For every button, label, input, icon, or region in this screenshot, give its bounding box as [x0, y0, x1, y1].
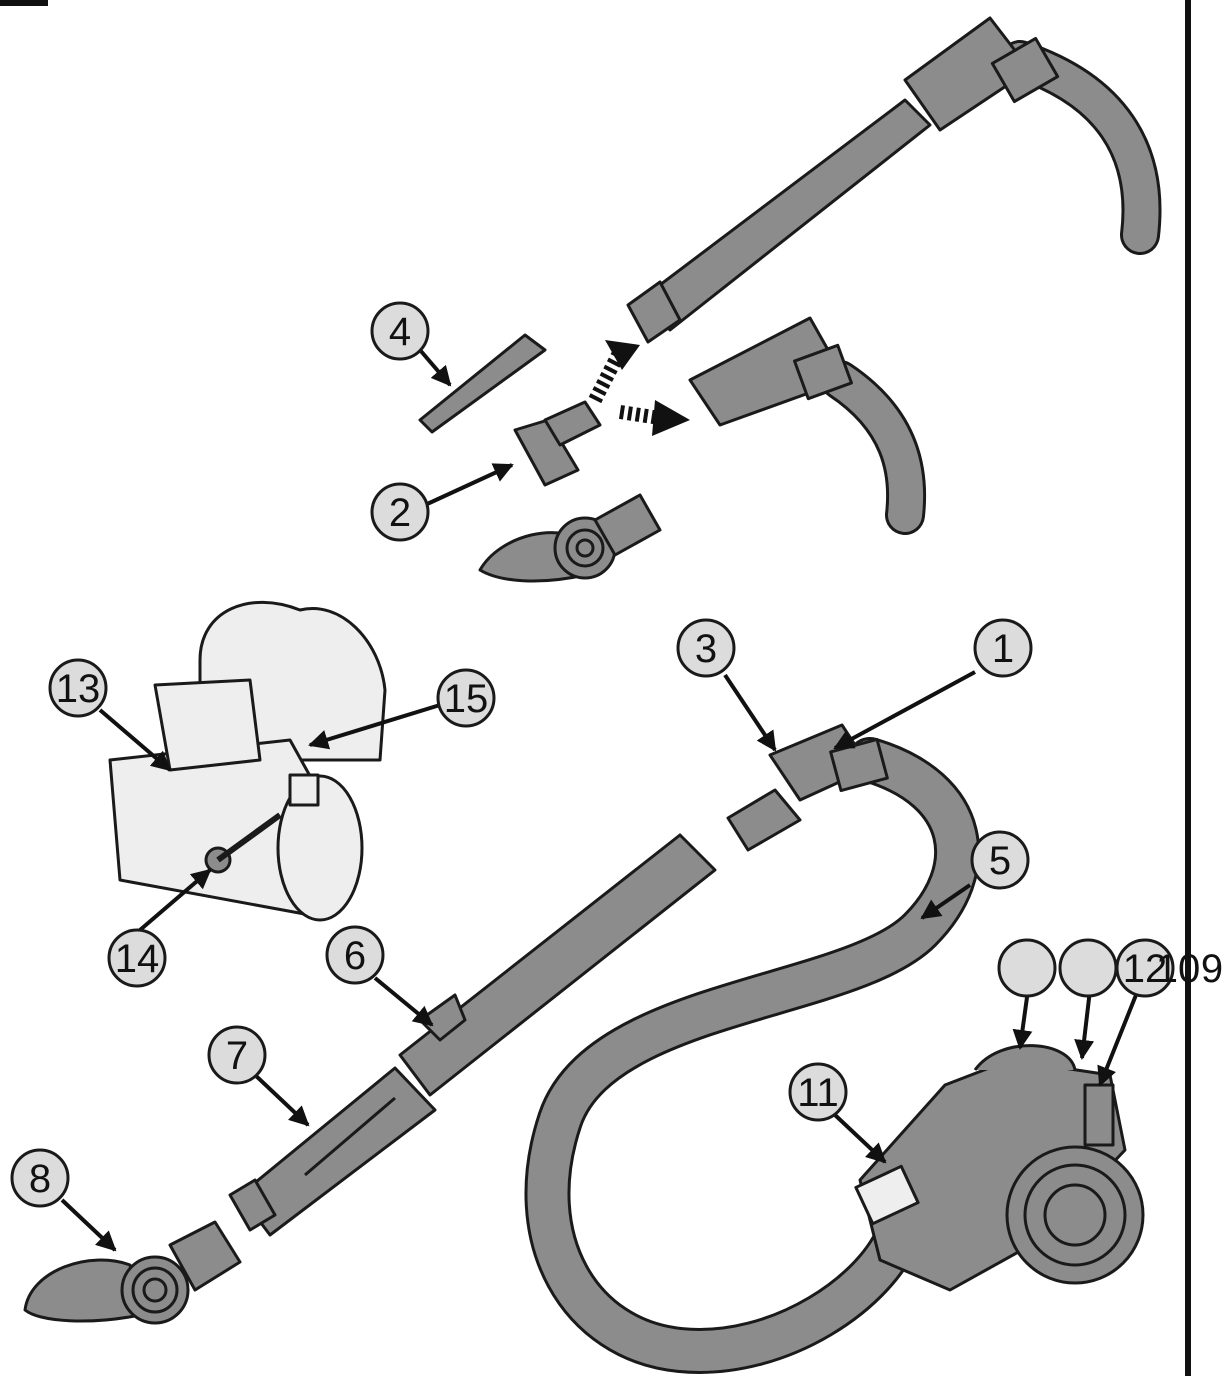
callout-5: 5 — [970, 830, 1030, 890]
hose-connector — [726, 788, 802, 852]
vacuum-body — [854, 1044, 1145, 1292]
top-wand-cuff — [990, 36, 1060, 104]
stair-tool — [513, 400, 602, 487]
callout-6: 6 — [325, 925, 385, 985]
callout-1: 1 — [973, 618, 1033, 678]
svg-text:11: 11 — [797, 1071, 839, 1115]
top-wand-assembly — [626, 16, 1162, 344]
callout-3: 3 — [676, 618, 736, 678]
crevice-tool — [418, 333, 547, 434]
callout-10-label: 10 — [1156, 947, 1201, 991]
svg-text:4: 4 — [389, 310, 411, 354]
svg-text:6: 6 — [344, 934, 366, 978]
callout-11: 11 — [788, 1062, 848, 1122]
direction-arrow-right — [618, 400, 690, 436]
main-wand-assembly — [228, 833, 717, 1237]
corner-mark — [0, 0, 48, 6]
callout-7: 7 — [207, 1025, 267, 1085]
svg-text:13: 13 — [56, 667, 101, 711]
svg-text:7: 7 — [226, 1034, 248, 1078]
callout-blank-middle — [1058, 938, 1118, 998]
main-floor-tool — [23, 1220, 242, 1325]
svg-text:3: 3 — [695, 627, 717, 671]
callout-8: 8 — [10, 1148, 70, 1208]
svg-text:12: 12 — [1123, 947, 1168, 991]
top-wand-tube — [638, 98, 932, 332]
callout-leaders — [60, 348, 1140, 1252]
main-wand-upper — [398, 833, 717, 1097]
svg-text:14: 14 — [115, 937, 160, 981]
direction-arrow-up — [588, 340, 640, 404]
callout-12: 12 — [1115, 938, 1175, 998]
wand-catch — [418, 993, 467, 1042]
callout-blank-left — [997, 938, 1057, 998]
cyclone-bin-assembly — [108, 600, 387, 922]
svg-text:5: 5 — [989, 839, 1011, 883]
svg-text:15: 15 — [444, 677, 489, 721]
svg-text:1: 1 — [992, 627, 1014, 671]
callout-4: 4 — [370, 301, 430, 361]
callout-13: 13 — [48, 658, 108, 718]
wand-lower-end — [228, 1178, 277, 1232]
top-hose-assembly — [688, 316, 927, 535]
callout-9-label: 9 — [1201, 947, 1223, 991]
svg-text:2: 2 — [389, 491, 411, 535]
callout-14: 14 — [107, 928, 167, 988]
top-wand-lower-end — [626, 280, 682, 344]
svg-text:8: 8 — [29, 1157, 51, 1201]
callout-15: 15 — [436, 668, 496, 728]
callout-2: 2 — [370, 482, 430, 542]
top-floor-tool — [478, 493, 662, 583]
